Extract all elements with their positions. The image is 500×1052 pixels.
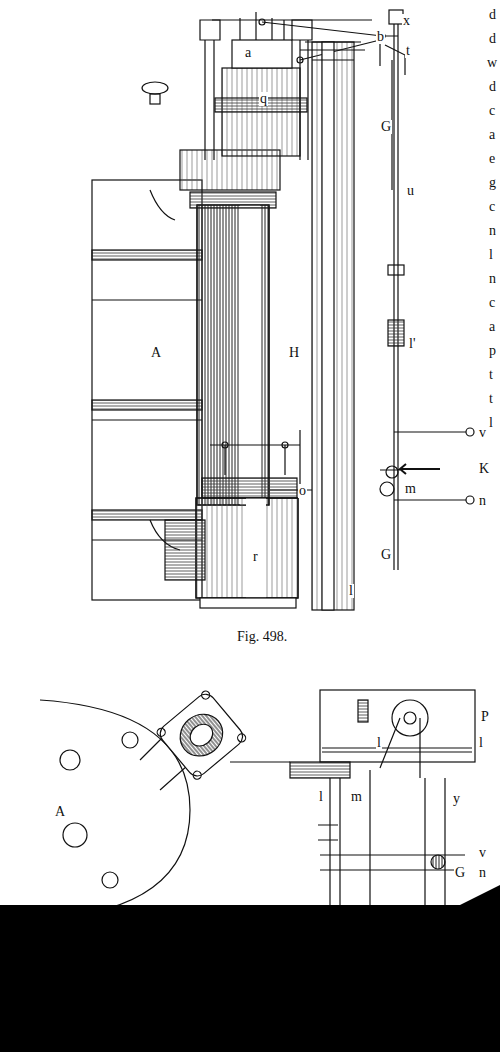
- text-fragment: c: [488, 200, 496, 214]
- callout-letter: o: [298, 484, 307, 498]
- callout-letter: K: [478, 462, 490, 476]
- callout-letter: a: [244, 46, 252, 60]
- text-fragment: n: [488, 224, 497, 238]
- text-fragment: d: [488, 80, 497, 94]
- text-fragment: t: [488, 392, 494, 406]
- callout-letter: l: [478, 736, 484, 750]
- callout-letter: m: [350, 790, 363, 804]
- callout-letter: G: [454, 866, 466, 880]
- text-fragment: c: [488, 104, 496, 118]
- text-fragment: d: [488, 32, 497, 46]
- text-fragment: c: [488, 296, 496, 310]
- callout-letter: G: [380, 120, 392, 134]
- text-fragment: l: [488, 248, 494, 262]
- callout-letter: u: [406, 184, 415, 198]
- text-fragment: w: [486, 56, 498, 70]
- callout-letter: l: [318, 790, 324, 804]
- callout-letter: x: [402, 14, 411, 28]
- text-fragment: a: [488, 128, 496, 142]
- text-fragment: a: [488, 320, 496, 334]
- text-fragment: p: [488, 344, 497, 358]
- callout-letter: b: [376, 30, 385, 44]
- callout-letter: G: [380, 548, 392, 562]
- callout-letter: v: [478, 846, 487, 860]
- text-fragment: n: [488, 272, 497, 286]
- callout-letter: v: [478, 426, 487, 440]
- text-fragment: e: [488, 152, 496, 166]
- callout-letter: l: [376, 736, 382, 750]
- callout-letter: n: [478, 494, 487, 508]
- text-fragment: d: [488, 8, 497, 22]
- text-fragment: g: [488, 176, 497, 190]
- callout-letter: H: [288, 346, 300, 360]
- callout-letter: l': [408, 337, 416, 351]
- callout-letter: l: [348, 584, 354, 598]
- text-fragment: t: [488, 368, 494, 382]
- callout-letter: m: [404, 482, 417, 496]
- figure-caption: Fig. 498.: [236, 630, 288, 644]
- callout-letter: t: [405, 44, 411, 58]
- callout-letter: n: [478, 866, 487, 880]
- text-fragment: l: [488, 416, 494, 430]
- callout-letter: r: [252, 550, 259, 564]
- callout-letter: y: [452, 792, 461, 806]
- callout-letter: q: [259, 92, 268, 106]
- callout-letter: A: [54, 805, 66, 819]
- callout-letter: A: [150, 346, 162, 360]
- callout-letter: P: [480, 710, 490, 724]
